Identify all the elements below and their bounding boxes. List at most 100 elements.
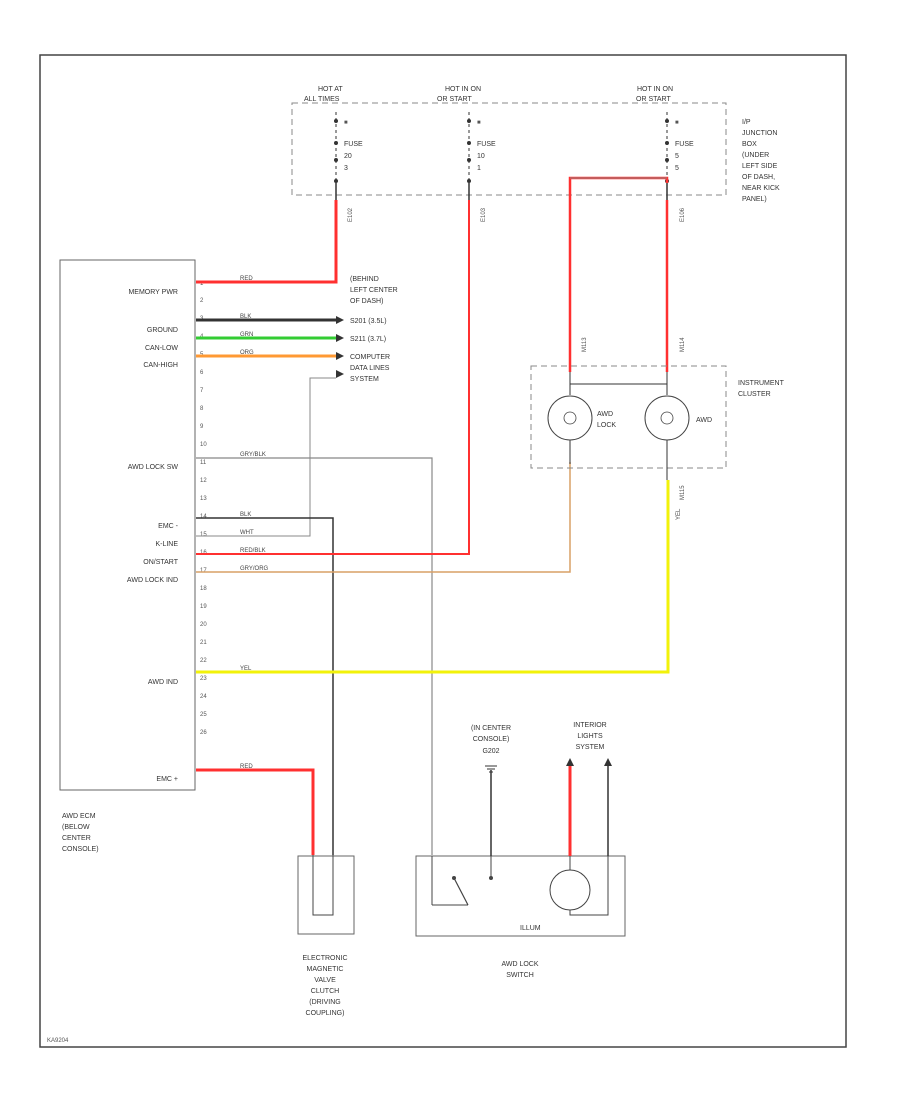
svg-text:13: 13 bbox=[200, 496, 207, 502]
svg-text:COMPUTER: COMPUTER bbox=[350, 354, 390, 361]
wire-lock-sw-label: GRY/BLK bbox=[240, 452, 266, 458]
svg-text:2: 2 bbox=[200, 298, 204, 304]
diagram-border bbox=[39, 54, 847, 1048]
svg-text:14: 14 bbox=[200, 514, 207, 520]
svg-text:COUPLING): COUPLING) bbox=[306, 1010, 345, 1017]
wire-ground-label: BLK bbox=[240, 314, 251, 320]
wire-emc-minus bbox=[196, 517, 334, 855]
svg-text:AWD LOCK IND: AWD LOCK IND bbox=[127, 577, 178, 584]
valve-outline bbox=[297, 855, 355, 935]
svg-text:HOT AT: HOT AT bbox=[318, 86, 343, 93]
svg-text:NEAR KICK: NEAR KICK bbox=[742, 185, 780, 192]
svg-text:AWD IND: AWD IND bbox=[148, 679, 178, 686]
connector-e103: E103 bbox=[481, 207, 487, 222]
connector-m115: M115 bbox=[680, 485, 686, 500]
svg-text:21: 21 bbox=[200, 640, 207, 646]
wire-lock-ind bbox=[196, 462, 571, 573]
wire-memory-pwr bbox=[196, 200, 338, 284]
svg-text:1: 1 bbox=[200, 281, 204, 287]
wire-awd-ind bbox=[196, 480, 670, 674]
switch-label: AWD LOCK SWITCH bbox=[501, 961, 538, 979]
svg-text:■: ■ bbox=[477, 120, 481, 126]
svg-text:GROUND: GROUND bbox=[147, 327, 178, 334]
svg-text:5: 5 bbox=[675, 153, 679, 160]
svg-text:EMC -: EMC - bbox=[158, 523, 179, 530]
wire-emc-plus-label: RED bbox=[240, 764, 253, 770]
fuse-2: ■ FUSE 10 1 bbox=[477, 120, 496, 172]
illum-lamp-icon bbox=[549, 869, 591, 911]
instrument-cluster-outline bbox=[530, 365, 727, 469]
ground-symbol-icon bbox=[485, 765, 497, 773]
switch-outline bbox=[415, 855, 626, 937]
svg-text:SYSTEM: SYSTEM bbox=[350, 376, 379, 383]
svg-text:MAGNETIC: MAGNETIC bbox=[307, 966, 344, 973]
svg-text:10: 10 bbox=[477, 153, 485, 160]
wire-lock-sw bbox=[196, 457, 433, 855]
svg-text:AWD LOCK: AWD LOCK bbox=[501, 961, 538, 968]
svg-text:CONSOLE): CONSOLE) bbox=[62, 846, 99, 853]
svg-text:20: 20 bbox=[200, 622, 207, 628]
awd-ecm-box bbox=[59, 259, 196, 791]
svg-text:S201 (3.5L): S201 (3.5L) bbox=[350, 318, 387, 325]
awd-lock-lamp-label-2: LOCK bbox=[597, 422, 616, 429]
svg-text:6: 6 bbox=[200, 370, 204, 376]
wire-lock-ind-label: GRY/ORG bbox=[240, 566, 269, 572]
can-destinations: S201 (3.5L) S211 (3.7L) COMPUTER DATA LI… bbox=[350, 318, 390, 383]
svg-text:(BELOW: (BELOW bbox=[62, 824, 90, 831]
wire-on-start bbox=[196, 200, 470, 555]
instrument-cluster-label: INSTRUMENT CLUSTER bbox=[738, 380, 785, 398]
svg-text:5: 5 bbox=[675, 165, 679, 172]
switch-illum-label: ILLUM bbox=[520, 925, 541, 932]
svg-text:CENTER: CENTER bbox=[62, 835, 91, 842]
ground-note: (IN CENTER CONSOLE) G202 bbox=[471, 725, 511, 755]
svg-text:3: 3 bbox=[344, 165, 348, 172]
svg-text:AWD ECM: AWD ECM bbox=[62, 813, 96, 820]
svg-text:24: 24 bbox=[200, 694, 207, 700]
hot-label-1: HOT AT ALL TIMES bbox=[304, 86, 343, 103]
svg-text:8: 8 bbox=[200, 406, 204, 412]
svg-text:20: 20 bbox=[344, 153, 352, 160]
svg-text:(IN CENTER: (IN CENTER bbox=[471, 725, 511, 732]
svg-text:7: 7 bbox=[200, 388, 204, 394]
svg-text:K-LINE: K-LINE bbox=[155, 541, 178, 548]
svg-text:SYSTEM: SYSTEM bbox=[576, 744, 605, 751]
svg-text:OF DASH): OF DASH) bbox=[350, 298, 383, 305]
svg-text:G202: G202 bbox=[482, 748, 499, 755]
svg-text:(BEHIND: (BEHIND bbox=[350, 276, 379, 283]
svg-text:CONSOLE): CONSOLE) bbox=[473, 736, 510, 743]
svg-text:12: 12 bbox=[200, 478, 207, 484]
arrow-heads bbox=[336, 316, 344, 378]
svg-text:(UNDER: (UNDER bbox=[742, 152, 769, 159]
svg-text:SWITCH: SWITCH bbox=[506, 972, 534, 979]
svg-text:FUSE: FUSE bbox=[675, 141, 694, 148]
svg-text:17: 17 bbox=[200, 568, 207, 574]
svg-text:18: 18 bbox=[200, 586, 207, 592]
connector-m114: M114 bbox=[680, 337, 686, 352]
switch-contact-icon bbox=[453, 877, 469, 906]
svg-text:1: 1 bbox=[477, 165, 481, 172]
junction-box-label: I/P JUNCTION BOX (UNDER LEFT SIDE OF DAS… bbox=[742, 119, 780, 203]
wire-on-start-label: RED/BLK bbox=[240, 548, 266, 554]
awd-lamp-icon bbox=[644, 395, 690, 441]
svg-text:9: 9 bbox=[200, 424, 204, 430]
svg-text:I/P: I/P bbox=[742, 119, 751, 126]
svg-text:CLUTCH: CLUTCH bbox=[311, 988, 339, 995]
svg-text:DATA LINES: DATA LINES bbox=[350, 365, 390, 372]
interior-lights-note: INTERIOR LIGHTS SYSTEM bbox=[573, 722, 606, 751]
svg-text:22: 22 bbox=[200, 658, 207, 664]
svg-text:OR START: OR START bbox=[437, 96, 472, 103]
wire-emc-plus bbox=[196, 768, 315, 855]
wire-kline-label: WHT bbox=[240, 530, 254, 536]
svg-text:S211 (3.7L): S211 (3.7L) bbox=[350, 336, 386, 343]
svg-text:11: 11 bbox=[200, 460, 207, 466]
svg-text:LEFT CENTER: LEFT CENTER bbox=[350, 287, 398, 294]
fuse-3: ■ FUSE 5 5 bbox=[675, 120, 694, 172]
valve-label: ELECTRONIC MAGNETIC VALVE CLUTCH (DRIVIN… bbox=[302, 955, 347, 1017]
svg-text:ALL TIMES: ALL TIMES bbox=[304, 96, 340, 103]
wire-awd-ind-label: YEL bbox=[240, 666, 252, 672]
ecm-pin-numbers: 1 2 3 4 5 6 7 8 9 10 11 12 13 14 15 16 1… bbox=[200, 281, 207, 736]
svg-text:■: ■ bbox=[675, 120, 679, 126]
svg-text:■: ■ bbox=[344, 120, 348, 126]
hot-label-3: HOT IN ON OR START bbox=[636, 86, 673, 103]
